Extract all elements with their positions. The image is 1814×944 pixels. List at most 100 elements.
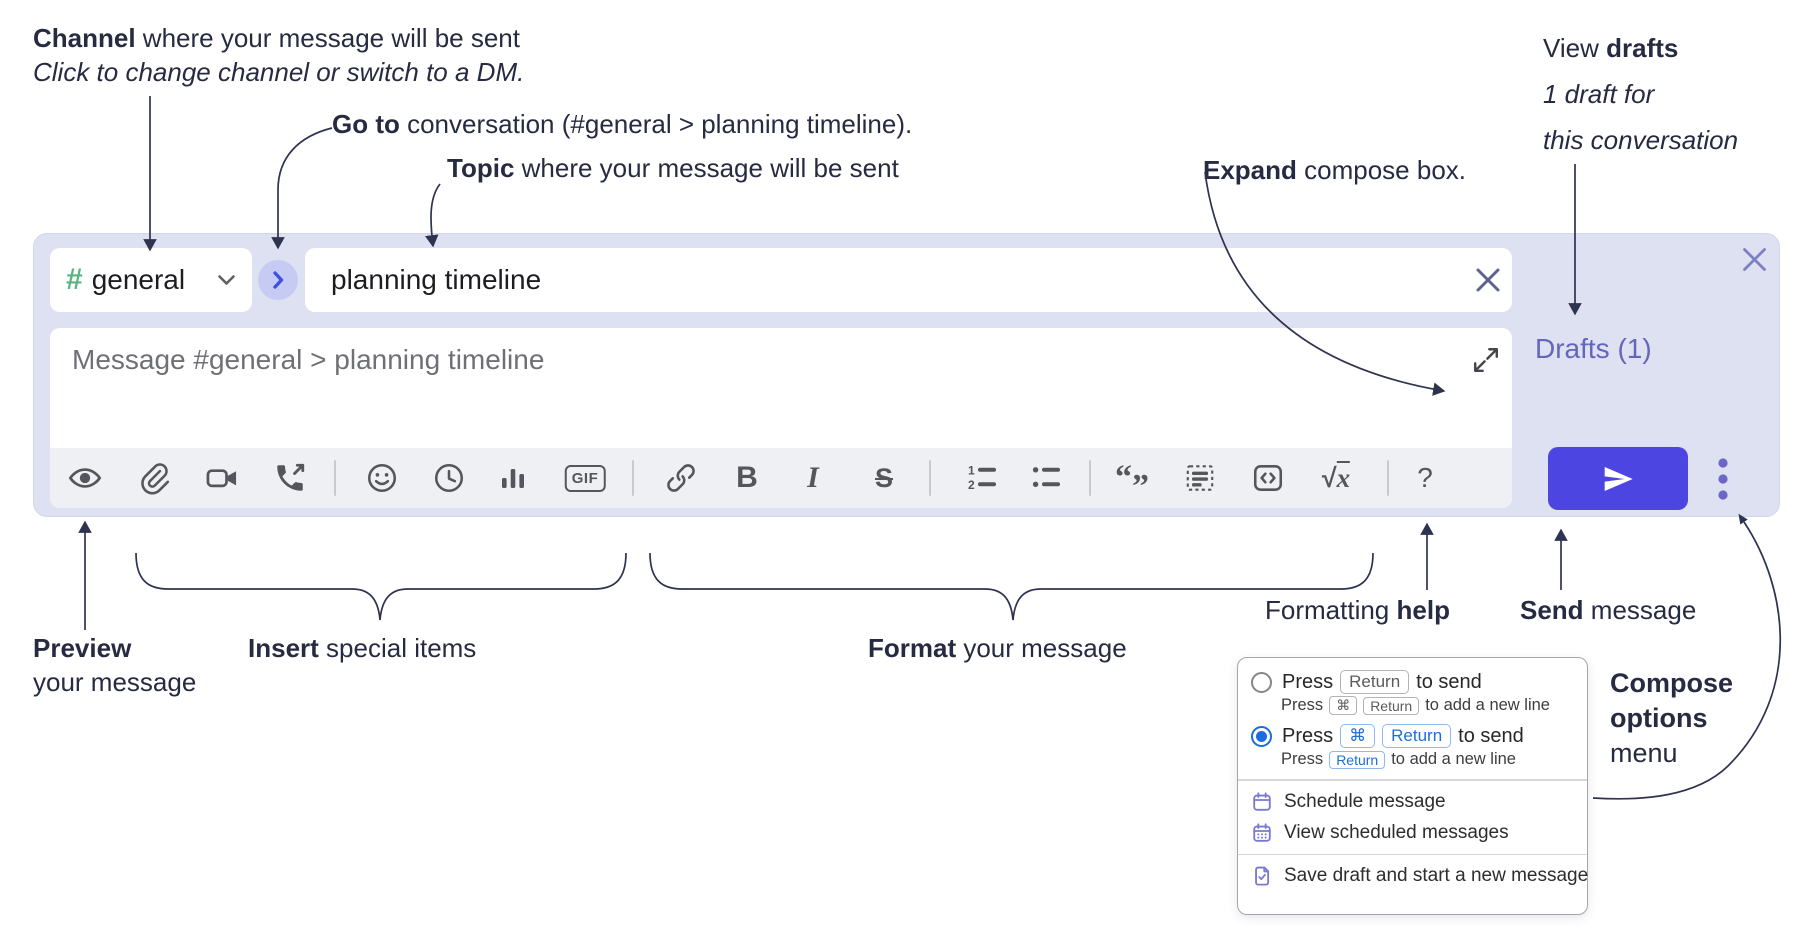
expand-diagonal-icon	[1474, 348, 1498, 372]
formatting-help-button[interactable]: ?	[1417, 448, 1433, 508]
option-cmd-return-to-send[interactable]: Press ⌘ Return to send	[1251, 724, 1574, 748]
poll-button[interactable]	[497, 448, 529, 508]
chevron-down-icon	[217, 274, 236, 287]
menu-item-view-scheduled-messages[interactable]: View scheduled messages	[1251, 822, 1574, 844]
return-key: Return	[1340, 670, 1410, 694]
topic-input[interactable]: planning timeline	[305, 248, 1512, 312]
paperclip-icon	[141, 463, 170, 495]
drafts-link[interactable]: Drafts (1)	[1535, 333, 1652, 364]
strikethrough-icon: S	[874, 462, 894, 493]
sqrt-x-icon: √x	[1321, 460, 1351, 493]
toolbar-divider	[1387, 460, 1389, 496]
italic-button[interactable]: I	[807, 448, 819, 508]
clear-x-icon	[1474, 266, 1502, 294]
bulleted-list-button[interactable]	[1031, 448, 1063, 508]
format-annotation: Format your message	[868, 633, 1127, 663]
option-return-to-send[interactable]: Press Return to send	[1251, 670, 1574, 694]
channel-name: general	[91, 264, 186, 295]
return-key: Return	[1329, 750, 1386, 769]
clear-topic-button[interactable]	[1472, 264, 1504, 296]
view-drafts-annotation-line3: this conversation	[1543, 125, 1739, 155]
topic-annotation: Topic where your message will be sent	[447, 153, 899, 183]
svg-text:2: 2	[968, 478, 975, 492]
question-mark-icon: ?	[1417, 462, 1433, 493]
preview-button[interactable]	[67, 448, 103, 508]
video-camera-icon	[206, 469, 237, 488]
view-drafts-annotation-line2: 1 draft for	[1543, 79, 1655, 109]
radio-cmd-return-to-send[interactable]	[1251, 725, 1272, 747]
code-block-button[interactable]	[1183, 448, 1217, 508]
italic-icon: I	[807, 461, 819, 494]
cmd-key: ⌘	[1329, 696, 1358, 715]
formatting-toolbar	[50, 448, 1512, 508]
smiley-icon	[367, 463, 397, 493]
popup-divider	[1238, 779, 1587, 781]
channel-annotation: Channel where your message will be sent	[33, 23, 520, 53]
strikethrough-button[interactable]: S	[875, 448, 893, 508]
calendar-icon	[1253, 791, 1271, 811]
compose-options-popup: Press Return to send Press ⌘ Return to a…	[1237, 657, 1588, 915]
code-block-icon	[1186, 465, 1214, 491]
message-placeholder: Message #general > planning timeline	[72, 344, 545, 375]
radio-return-to-send[interactable]	[1251, 671, 1272, 693]
preview-annotation-line2: your message	[33, 667, 197, 697]
video-button[interactable]	[204, 448, 240, 508]
return-key: Return	[1363, 696, 1420, 715]
toolbar-divider	[632, 460, 634, 496]
gif-button[interactable]: GIF	[564, 448, 606, 508]
blockquote-button[interactable]: “”	[1115, 459, 1149, 505]
view-drafts-annotation: View drafts	[1543, 33, 1679, 63]
channel-annotation-line2: Click to change channel or switch to a D…	[33, 57, 525, 87]
equation-button[interactable]: √x	[1321, 448, 1351, 508]
link-button[interactable]	[664, 448, 698, 508]
gif-icon: GIF	[564, 464, 606, 492]
toolbar-divider	[1089, 460, 1091, 496]
compose-options-annotation-line3: menu	[1610, 738, 1678, 768]
close-x-icon	[1741, 246, 1768, 273]
option-return-label: Press Return to send	[1282, 670, 1482, 694]
toolbar-divider	[334, 460, 336, 496]
toolbar-divider	[929, 460, 931, 496]
close-compose-button[interactable]	[1740, 245, 1768, 273]
code-icon	[1253, 465, 1283, 491]
svg-text:1: 1	[968, 464, 975, 478]
link-icon	[667, 464, 695, 492]
expand-compose-button[interactable]	[1468, 342, 1504, 378]
option-return-subtext: Press ⌘ Return to add a new line	[1281, 696, 1550, 715]
phone-call-icon	[277, 463, 305, 491]
compose-options-annotation: Compose	[1610, 668, 1734, 698]
go-to-chevron-icon	[271, 270, 285, 290]
clock-icon	[434, 463, 464, 493]
call-button[interactable]	[273, 448, 307, 508]
expand-annotation: Expand compose box.	[1203, 155, 1467, 185]
go-to-conversation-button[interactable]	[258, 260, 298, 300]
formatting-help-annotation: Formatting help	[1265, 595, 1450, 625]
compose-options-annotation-line2: options	[1610, 703, 1708, 733]
message-input[interactable]: Message #general > planning timeline	[50, 328, 1512, 508]
clock-button[interactable]	[432, 448, 466, 508]
send-button[interactable]	[1548, 447, 1688, 510]
compose-options-button[interactable]	[1705, 455, 1741, 503]
channel-selector[interactable]: # general	[50, 248, 252, 312]
menu-item-save-draft[interactable]: Save draft and start a new message	[1251, 865, 1588, 887]
bulleted-list-icon	[1032, 467, 1060, 487]
cmd-key: ⌘	[1340, 724, 1376, 748]
emoji-button[interactable]	[365, 448, 399, 508]
preview-annotation: Preview	[33, 633, 132, 663]
ordered-list-icon: 12	[968, 464, 996, 492]
channel-hash-icon: #	[66, 263, 83, 296]
bold-button[interactable]: B	[736, 448, 758, 508]
attach-button[interactable]	[136, 448, 170, 508]
insert-annotation: Insert special items	[248, 633, 477, 663]
code-button[interactable]	[1251, 448, 1285, 508]
kebab-menu-icon	[1718, 458, 1728, 500]
goto-annotation: Go to conversation (#general > planning …	[332, 109, 913, 139]
menu-item-schedule-message[interactable]: Schedule message	[1251, 791, 1574, 813]
calendar-dots-icon	[1253, 822, 1271, 842]
topic-value: planning timeline	[331, 264, 542, 295]
popup-divider	[1238, 853, 1587, 855]
bold-icon: B	[736, 461, 758, 494]
return-key: Return	[1382, 724, 1452, 748]
